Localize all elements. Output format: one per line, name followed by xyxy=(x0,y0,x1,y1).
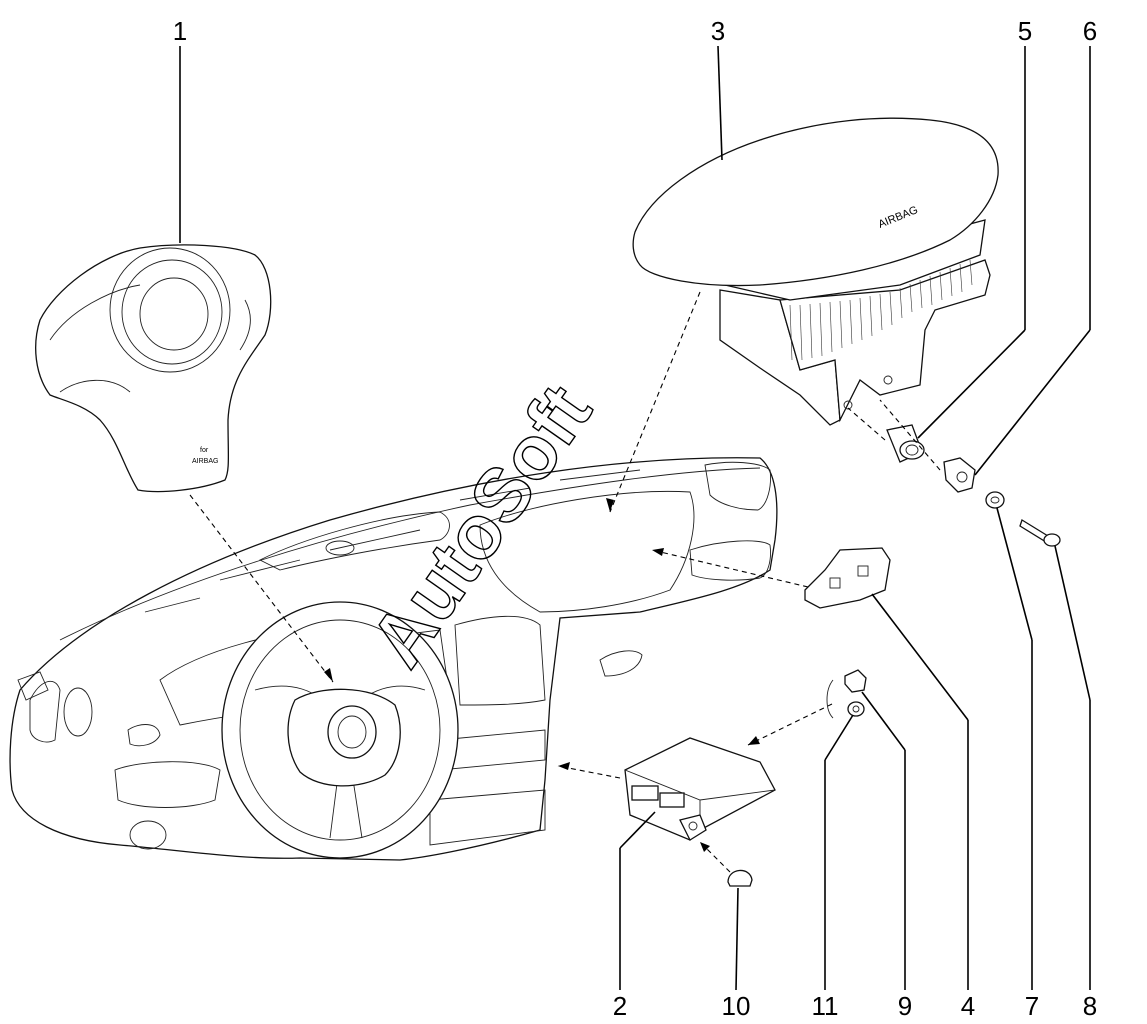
fastener-6-nut xyxy=(943,457,976,493)
callout-8: 8 xyxy=(1082,991,1098,1021)
airbag-bracket xyxy=(804,547,891,609)
callout-2: 2 xyxy=(612,991,628,1021)
fastener-5-sleeve xyxy=(886,424,925,463)
fastener-10-cap xyxy=(727,869,753,887)
callout-10: 10 xyxy=(721,991,751,1021)
callout-1: 1 xyxy=(172,16,188,46)
fastener-11-washer xyxy=(847,701,865,717)
passenger-airbag-module: AIRBAG xyxy=(632,117,999,426)
airbag-housing-hatching xyxy=(789,259,973,361)
steering-airbag-text-2: AIRBAG xyxy=(192,458,218,465)
steering-airbag-text-1: for xyxy=(200,447,209,454)
fastener-8-bolt xyxy=(1019,519,1061,547)
steering-wheel xyxy=(221,601,459,859)
callout-6: 6 xyxy=(1082,16,1098,46)
callout-7: 7 xyxy=(1024,991,1040,1021)
callout-3: 3 xyxy=(710,16,726,46)
fastener-9-nut xyxy=(844,669,867,693)
assembly-arrows xyxy=(189,291,941,873)
fastener-7-washer xyxy=(985,491,1005,509)
callout-4: 4 xyxy=(960,991,976,1021)
airbag-control-unit xyxy=(624,737,776,841)
callout-5: 5 xyxy=(1017,16,1033,46)
callout-9: 9 xyxy=(897,991,913,1021)
steering-wheel-airbag-module: for AIRBAG xyxy=(35,244,272,493)
callout-11: 11 xyxy=(811,991,839,1021)
leader-lines xyxy=(179,45,1091,991)
